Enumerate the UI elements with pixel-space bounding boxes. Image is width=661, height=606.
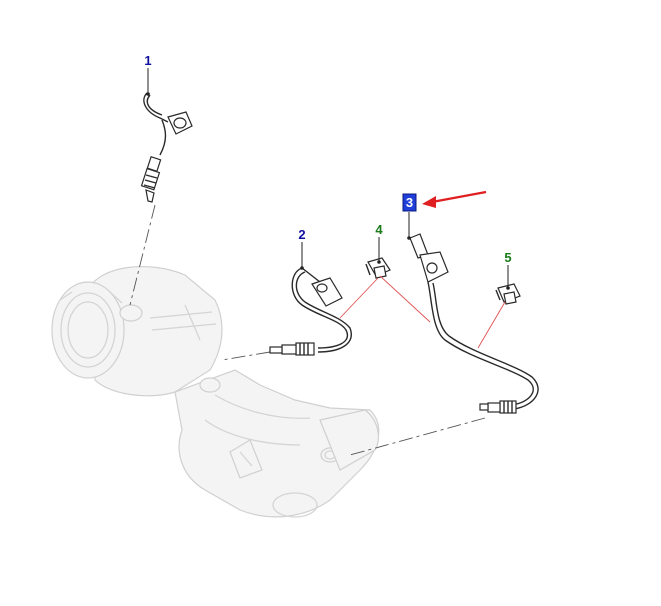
retaining-clip-4[interactable] (365, 257, 391, 279)
callout-label-4: 4 (375, 222, 383, 237)
upstream-oxygen-sensor[interactable] (140, 92, 193, 203)
callout-label-2: 2 (298, 227, 305, 242)
callout-5[interactable]: 5 (504, 250, 511, 265)
callout-label-1: 1 (144, 53, 151, 68)
downstream-oxygen-sensor-left[interactable] (269, 267, 352, 356)
downstream-oxygen-sensor-right[interactable] (409, 233, 539, 414)
callout-label-5: 5 (504, 250, 511, 265)
pointer-arrow-icon (422, 190, 487, 208)
callout-1[interactable]: 1 (144, 53, 151, 68)
retaining-clip-5[interactable] (495, 283, 521, 305)
clip-reference-lines (339, 275, 506, 349)
callout-3-highlight (402, 193, 417, 212)
callout-3[interactable]: 3 (402, 193, 417, 212)
callout-2[interactable]: 2 (298, 227, 305, 242)
callout-label-3: 3 (406, 195, 413, 210)
reference-lines (129, 204, 486, 456)
catalytic-converter (51, 265, 380, 518)
callout-4[interactable]: 4 (375, 222, 383, 237)
callout-leaders (146, 68, 510, 290)
